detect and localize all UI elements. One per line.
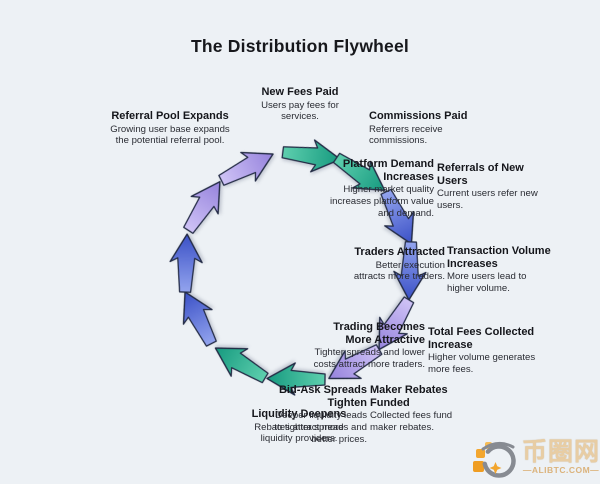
node-heading: Traders Attracted bbox=[354, 246, 445, 258]
node-description: Current users refer new users. bbox=[437, 188, 538, 211]
flywheel-arrow-blue bbox=[182, 291, 217, 347]
node-heading: New Fees Paid bbox=[261, 86, 339, 98]
node-description: More users lead to higher volume. bbox=[447, 271, 527, 294]
node-description: Better execution attracts more traders. bbox=[353, 259, 445, 283]
bqw-logo-icon bbox=[472, 442, 516, 478]
flywheel-arrow-blue bbox=[169, 233, 203, 293]
node-heading: Referrals of New Users bbox=[437, 162, 524, 187]
flywheel-arrow-teal bbox=[332, 152, 386, 191]
flywheel-arrow-purple bbox=[218, 151, 274, 186]
node-heading: Total Fees Collected Increase bbox=[428, 326, 535, 351]
node-description: Users pay fees for services. bbox=[261, 99, 339, 123]
watermark-site-url: —ALIBTC.COM— bbox=[522, 464, 600, 475]
page-title: The Distribution Flywheel bbox=[191, 36, 409, 56]
node-description: Collected fees fund maker rebates. bbox=[370, 410, 453, 433]
node-heading: Trading Becomes More Attractive bbox=[333, 321, 425, 346]
node-description: Higher market quality increases platform… bbox=[330, 184, 434, 219]
node-heading: Bid-Ask Spreads Tighten bbox=[278, 384, 367, 409]
flywheel-arrow-purple bbox=[328, 344, 383, 380]
flywheel-arrow-purple bbox=[183, 181, 221, 234]
node-heading: Liquidity Deepens bbox=[251, 408, 347, 420]
node-description: Rebates attract more liquidity providers… bbox=[254, 421, 344, 445]
node-heading: Transaction Volume Increases bbox=[447, 245, 551, 270]
watermark: 币圈网 —ALIBTC.COM— bbox=[472, 432, 600, 482]
node-description: Growing user base expands the potential … bbox=[110, 123, 230, 147]
flywheel-arrow-purple bbox=[378, 296, 415, 351]
flywheel-arrow-blue bbox=[393, 241, 427, 301]
watermark-site-name: 币圈网 bbox=[521, 436, 600, 466]
node-description: Deeper liquidity leads to tighter spread… bbox=[274, 410, 367, 445]
node-heading: Platform Demand Increases bbox=[342, 158, 434, 183]
flywheel-arrow-teal bbox=[266, 362, 326, 396]
flywheel-arrow-blue bbox=[380, 188, 415, 245]
node-description: Higher volume generates more fees. bbox=[428, 352, 536, 375]
node-heading: Maker Rebates Funded bbox=[370, 384, 448, 409]
node-heading: Commissions Paid bbox=[369, 110, 468, 122]
flywheel-arrow-teal bbox=[281, 139, 342, 173]
node-description: Tighter spreads and lower costs attract … bbox=[313, 347, 425, 370]
node-heading: Referral Pool Expands bbox=[111, 110, 229, 122]
node-description: Referrers receive commissions. bbox=[369, 123, 443, 147]
flywheel-arrow-teal bbox=[214, 347, 269, 384]
